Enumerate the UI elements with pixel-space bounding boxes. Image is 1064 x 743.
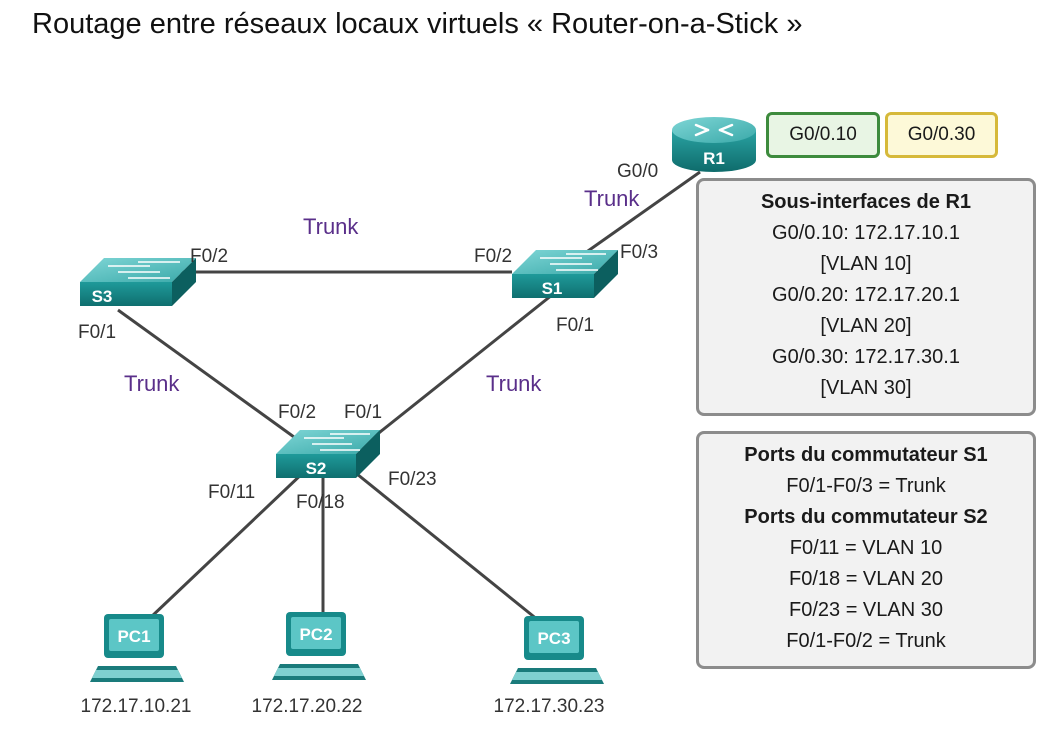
port-label-s2-f0-1: F0/1 (344, 402, 382, 423)
switch-arrows-icon (304, 433, 370, 451)
device-label-pc2: PC2 (299, 625, 332, 644)
r1-subinterfaces-box: Sous-interfaces de R1 G0/0.10: 172.17.10… (696, 178, 1036, 416)
router-r1[interactable]: R1 (672, 117, 756, 172)
port-label-s3-f0-1: F0/1 (78, 322, 116, 343)
ip-label-pc2: 172.17.20.22 (252, 696, 363, 717)
switch-s1[interactable]: S1 (512, 250, 618, 298)
port-label-s3-f0-2: F0/2 (190, 246, 228, 267)
s2-ports-line: F0/23 = VLAN 30 (789, 599, 943, 621)
port-label-s2-f0-18: F0/18 (296, 492, 345, 513)
trunk-label-r1-s1: Trunk (584, 186, 640, 211)
r1-box-line: [VLAN 20] (820, 315, 912, 337)
device-label-r1: R1 (703, 149, 725, 168)
pc-pc2[interactable]: PC2 (272, 612, 366, 680)
device-label-pc3: PC3 (537, 629, 570, 648)
switch-s2[interactable]: S2 (276, 430, 380, 478)
s1-ports-heading: Ports du commutateur S1 (744, 444, 988, 466)
pc-pc1[interactable]: PC1 (90, 614, 184, 682)
subinterface-tag-g0-0-10: G0/0.10 (766, 112, 880, 158)
trunk-label-s1-s2: Trunk (486, 371, 542, 396)
s2-ports-heading: Ports du commutateur S2 (744, 506, 988, 528)
link-s2-pc3 (351, 468, 539, 622)
ip-label-pc1: 172.17.10.21 (81, 696, 192, 717)
link-r1-s1 (577, 170, 701, 260)
port-label-s2-f0-11: F0/11 (208, 482, 255, 503)
trunk-label-s3-s2: Trunk (124, 371, 180, 396)
device-label-s1: S1 (542, 279, 563, 298)
page-title: Routage entre réseaux locaux virtuels « … (32, 8, 803, 40)
r1-box-heading: Sous-interfaces de R1 (760, 191, 972, 213)
port-label-s1-f0-2: F0/2 (474, 246, 512, 267)
device-label-s2: S2 (306, 459, 327, 478)
r1-box-line: G0/0.10: 172.17.10.1 (772, 222, 960, 244)
port-label-r1-g0-0: G0/0 (617, 161, 658, 182)
switch-ports-box: Ports du commutateur S1 F0/1-F0/3 = Trun… (696, 431, 1036, 669)
s1-ports-line: F0/1-F0/3 = Trunk (786, 475, 946, 497)
subinterface-tag-g0-0-30: G0/0.30 (885, 112, 998, 158)
device-label-pc1: PC1 (117, 627, 150, 646)
links (117, 170, 701, 622)
link-s3-s2 (117, 308, 313, 452)
switch-arrows-icon (540, 253, 606, 271)
r1-box-line: G0/0.30: 172.17.30.1 (772, 346, 960, 368)
link-s1-s2 (359, 293, 553, 450)
device-label-s3: S3 (92, 287, 113, 306)
switch-s3[interactable]: S3 (80, 258, 196, 306)
r1-box-line: G0/0.20: 172.17.20.1 (772, 284, 960, 306)
r1-box-line: [VLAN 30] (820, 377, 912, 399)
switch-arrows-icon (108, 261, 180, 279)
trunk-label-s3-s1: Trunk (303, 214, 359, 239)
port-label-s2-f0-2: F0/2 (278, 402, 316, 423)
s2-ports-line: F0/11 = VLAN 10 (789, 537, 943, 559)
r1-box-line: [VLAN 10] (820, 253, 912, 275)
ip-label-pc3: 172.17.30.23 (494, 696, 605, 717)
s2-ports-line: F0/1-F0/2 = Trunk (786, 630, 946, 652)
s2-ports-line: F0/18 = VLAN 20 (789, 568, 943, 590)
router-arrows-icon (694, 123, 734, 137)
pc-pc3[interactable]: PC3 (510, 616, 604, 684)
port-label-s2-f0-23: F0/23 (388, 469, 437, 490)
port-label-s1-f0-3: F0/3 (620, 242, 658, 263)
link-s2-pc1 (148, 468, 308, 620)
port-label-s1-f0-1: F0/1 (556, 315, 594, 336)
